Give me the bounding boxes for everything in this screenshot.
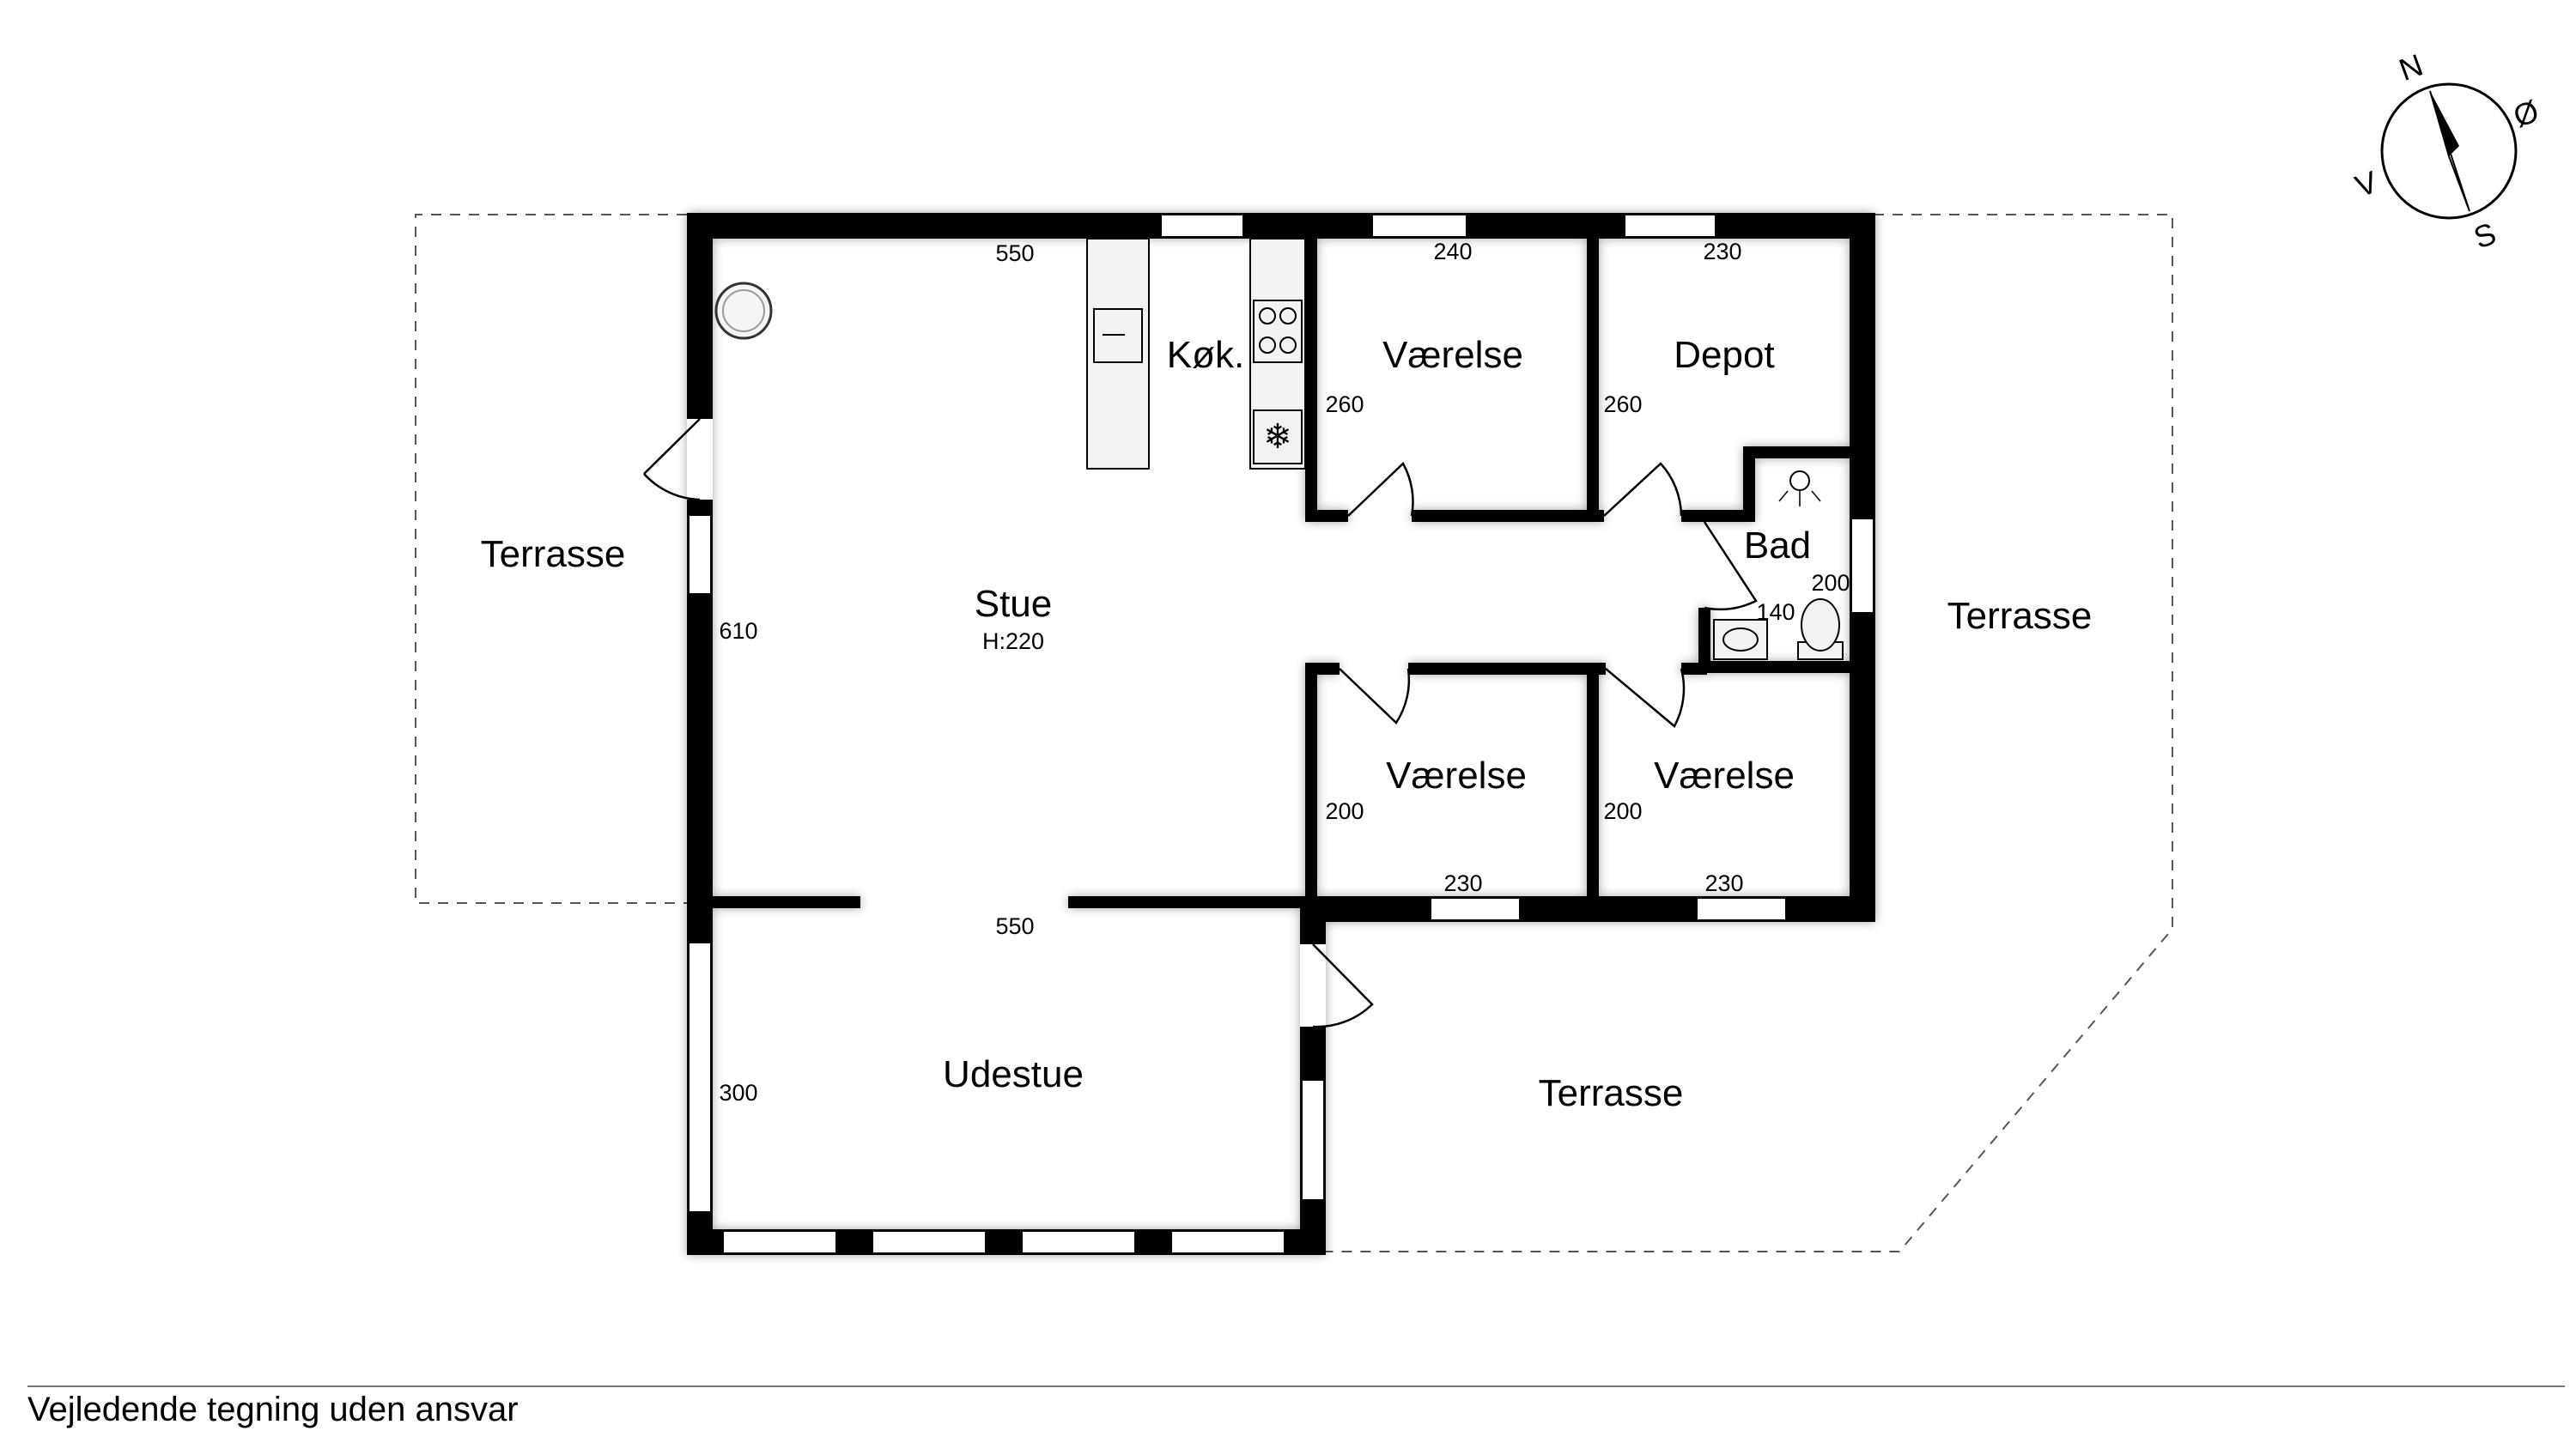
dim-living-side: 610 (719, 618, 757, 644)
shower-icon (1778, 470, 1821, 506)
window (1624, 214, 1716, 238)
window (688, 514, 712, 595)
terrace-outlines (415, 214, 2173, 1252)
room-bedroom-bottom-right-label: Værelse (1654, 755, 1795, 797)
window (688, 942, 712, 1213)
dim-bedroom-br-depth: 200 (1603, 798, 1642, 824)
dim-bath-depth: 200 (1811, 570, 1850, 596)
round-stove-icon (714, 282, 773, 340)
toilet-icon (1797, 598, 1844, 660)
stove-icon (1253, 300, 1303, 363)
window (1371, 214, 1467, 238)
compass-south: S (2469, 215, 2500, 256)
dim-sunroom-width: 550 (995, 913, 1034, 939)
terrace-left-outline (415, 214, 687, 904)
dim-bedroom-top-width: 240 (1433, 239, 1472, 264)
footer-divider (27, 1385, 2565, 1387)
windows (688, 214, 1874, 1254)
room-labels: Køk. Værelse Depot Bad Stue H:220 Værels… (481, 334, 2093, 1114)
dim-bedroom-br-width: 230 (1704, 870, 1743, 896)
terrace-left-label: Terrasse (481, 533, 626, 575)
room-bath-label: Bad (1744, 524, 1811, 567)
room-storage-label: Depot (1674, 334, 1774, 376)
room-living-label: Stue (975, 583, 1053, 625)
window (722, 1230, 837, 1254)
bath-fixtures (1713, 470, 1844, 660)
compass-west: V (2350, 164, 2382, 204)
dim-bath-width: 140 (1756, 599, 1795, 625)
terrace-right-outline (1322, 214, 2173, 1252)
compass: N Ø S V (2350, 47, 2543, 256)
dim-bedroom-top-depth: 260 (1325, 391, 1364, 417)
window (1850, 518, 1874, 614)
door-swing (643, 418, 701, 501)
door-swing (1312, 943, 1374, 1028)
terrace-right-label: Terrasse (1947, 595, 2093, 637)
fridge-snowflake-icon: ❄ (1253, 409, 1303, 464)
dim-bedroom-bl-depth: 200 (1325, 798, 1364, 824)
door-swing (1605, 668, 1686, 728)
window (1021, 1230, 1136, 1254)
compass-north: N (2394, 47, 2427, 88)
door-swing (1347, 461, 1414, 517)
room-living-height: H:220 (982, 628, 1044, 654)
terrace-bottom-label: Terrasse (1539, 1072, 1684, 1114)
dimension-labels: 550 610 240 260 230 260 140 200 200 230 … (719, 239, 1850, 1106)
window (1170, 1230, 1285, 1254)
door-swing (1603, 462, 1683, 517)
dim-sunroom-depth: 300 (719, 1080, 757, 1106)
room-sunroom-label: Udestue (943, 1053, 1084, 1095)
dim-storage-width: 230 (1703, 239, 1741, 264)
window (1160, 214, 1244, 238)
doors (643, 418, 1758, 1028)
door-swing (1703, 521, 1758, 611)
compass-east: Ø (2509, 93, 2543, 134)
room-bedroom-bottom-left-label: Værelse (1386, 755, 1527, 797)
dim-bedroom-bl-width: 230 (1443, 870, 1482, 896)
room-kitchen-label: Køk. (1167, 334, 1244, 376)
dim-living-top: 550 (995, 240, 1034, 266)
disclaimer-text: Vejledende tegning uden ansvar (27, 1391, 519, 1428)
svg-text:❄: ❄ (1263, 417, 1292, 457)
window (872, 1230, 987, 1254)
window (1430, 897, 1521, 921)
kitchen-fixtures: ❄ (1086, 238, 1306, 470)
door-swing (1339, 668, 1411, 724)
washbasin-icon (1713, 619, 1768, 660)
room-bedroom-top-label: Værelse (1382, 334, 1523, 376)
dim-storage-depth: 260 (1603, 391, 1642, 417)
window (1696, 897, 1787, 921)
window (1301, 1079, 1325, 1201)
